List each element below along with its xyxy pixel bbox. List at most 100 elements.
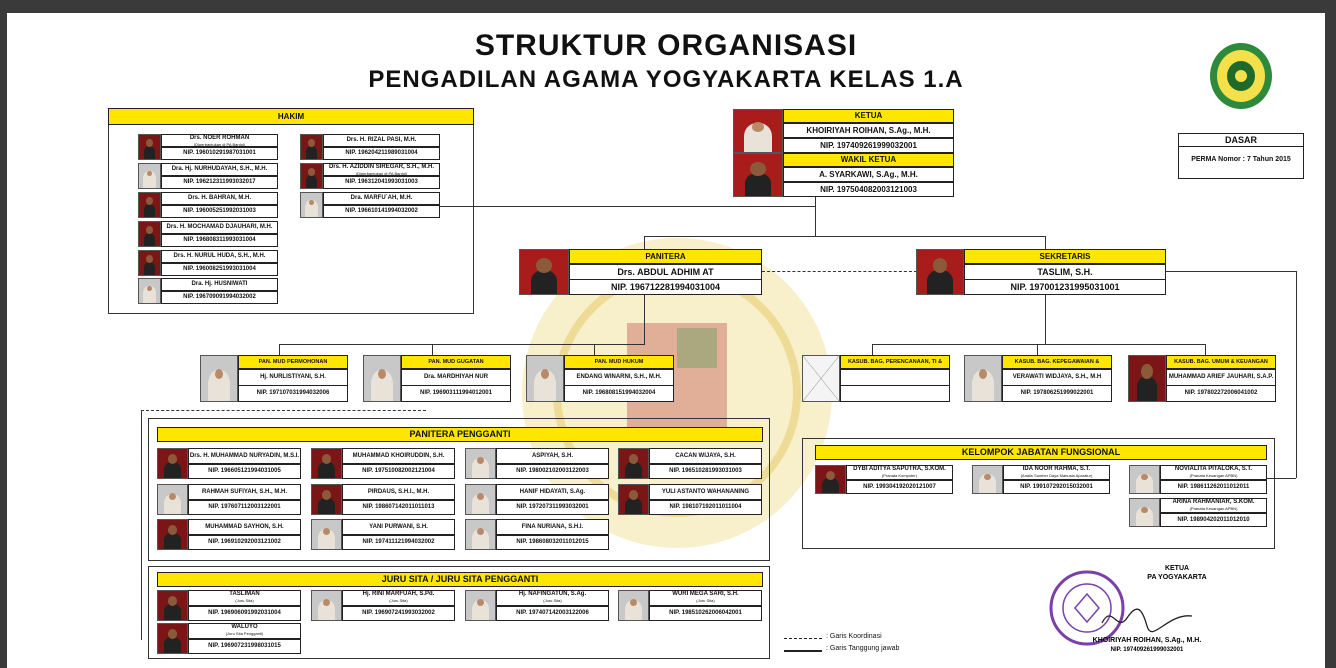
panmud-2-photo xyxy=(363,355,401,402)
pp-member-name-box: Drs. H. MUHAMMAD NURYADIN, M.S.I. xyxy=(188,448,301,464)
pp-member-name: MUHAMMAD KHOIRUDDIN, S.H. xyxy=(352,453,445,459)
hakim-member-photo xyxy=(300,134,323,160)
hakim-member-note: (Diperbantukan di PA Bantul) xyxy=(193,142,246,147)
js-member-note: (Juru Sita) xyxy=(543,598,562,603)
panmud-1-label: PAN. MUD PERMOHONAN xyxy=(238,355,348,369)
panmud1-drop-line xyxy=(279,344,280,355)
hakim-member-name: Drs. H. RIZAL PASI, M.H. xyxy=(346,137,417,143)
js-member-name: WALUYO xyxy=(231,624,258,630)
legend-solid-line xyxy=(784,650,822,652)
kjf-right-line xyxy=(1296,271,1297,478)
hakim-member-photo xyxy=(138,192,161,218)
pp-member-nip: NIP. 197510082002121004 xyxy=(342,464,455,479)
pp-member-nip: NIP. 196510281993031003 xyxy=(649,464,762,479)
pp-member-name-box: FINA NURIANA, S.H.I. xyxy=(496,519,609,535)
pp-member-name-box: RAHMAH SUFIYAH, S.H., M.H. xyxy=(188,484,301,500)
panmud-1-photo xyxy=(200,355,238,402)
panmud-coordination-line xyxy=(141,410,426,411)
hakim-member-photo xyxy=(300,163,323,189)
hakim-member-name: Drs. H. AZIDDIN SIREGAR, S.H., M.H. xyxy=(328,164,435,170)
chart-subtitle: PENGADILAN AGAMA YOGYAKARTA KELAS 1.A xyxy=(368,66,964,93)
ketua-nip: NIP. 197409261999032001 xyxy=(783,138,954,153)
pp-member-name-box: YULI ASTANTO WAHANANING HENDRA, S.E., S.… xyxy=(649,484,762,509)
js-member-note: (Juru Sita Pengganti) xyxy=(225,631,264,636)
kasub-1-label: KASUB. BAG. PERENCANAAN, TI & PELAPORAN xyxy=(840,355,950,377)
js-member-nip: NIP. 196907241993032002 xyxy=(342,606,455,621)
kjf-member-photo xyxy=(815,465,846,494)
signature-title: KETUA PA YOGYAKARTA xyxy=(1127,564,1227,582)
hakim-member-name: Dra. Hj. NURHUDAYAH, S.H., M.H. xyxy=(171,166,268,172)
pp-member-nip: NIP. 198608032011012015 xyxy=(496,535,609,550)
pp-member-nip: NIP. 198107192011011004 xyxy=(649,500,762,515)
js-member-nip: NIP. 196906091992031004 xyxy=(188,606,301,621)
hakim-member-nip: NIP. 196808311993031004 xyxy=(161,234,278,247)
panmud-2-nip: NIP. 196903111994012001 xyxy=(401,385,511,402)
kasub-2-name: VERAWATI WIDJAYA, S.H., M.H xyxy=(1002,369,1112,386)
hakim-member-name-box: Dra. Hj. NURHUDAYAH, S.H., M.H. xyxy=(161,163,278,176)
pp-member-photo xyxy=(465,484,496,515)
hakim-link-line xyxy=(410,206,815,207)
hakim-member-name: Dra. Hj. HUSNIWATI xyxy=(191,281,248,287)
js-member-photo xyxy=(618,590,649,621)
hakim-member-name: Drs. NOER ROHMAN xyxy=(189,135,250,141)
wakil-name: A. SYARKAWI, S.Ag., M.H. xyxy=(783,167,954,182)
signature-nip: NIP. 197409261999032001 xyxy=(1110,647,1184,653)
ketua-trunk-line xyxy=(815,193,816,236)
kasub-1-name xyxy=(840,369,950,386)
ketua-photo xyxy=(733,109,783,153)
pp-member-photo xyxy=(157,519,188,550)
hakim-member-photo xyxy=(138,134,161,160)
panmud2-drop-line xyxy=(432,344,433,355)
hakim-member-name-box: Dra. Hj. HUSNIWATI xyxy=(161,278,278,291)
panitera-nip: NIP. 196712281994031004 xyxy=(569,279,762,295)
pp-member-photo xyxy=(618,484,649,515)
hakim-member-nip: NIP. 196005251992031003 xyxy=(161,205,278,218)
kjf-member-nip: NIP. 199107292015032001 xyxy=(1003,480,1110,494)
js-member-nip: NIP. 198510262006042001 xyxy=(649,606,762,621)
kjf-member-name: DYBI ADITYA SAPUTRA, S.KOM. xyxy=(853,466,946,472)
hakim-member-photo xyxy=(138,221,161,247)
top-branch-line xyxy=(644,236,1045,237)
kasub-3-name: MUHAMMAD ARIEF JAUHARI, S.A.P. xyxy=(1166,369,1276,386)
hakim-member-note: (Diperbantukan di PA Bantul) xyxy=(355,171,408,176)
signature-icon xyxy=(1101,608,1193,633)
kjf-member-note: (Pranata Keuangan APBN) xyxy=(1189,506,1238,511)
sekretaris-trunk-line xyxy=(1045,294,1046,344)
hakim-member-name-box: Drs. H. AZIDDIN SIREGAR, S.H., M.H.(Dipe… xyxy=(323,163,440,176)
pp-member-photo xyxy=(465,448,496,479)
kasub-1-photo xyxy=(802,355,840,402)
pp-member-name: Drs. H. MUHAMMAD NURYADIN, M.S.I. xyxy=(189,453,300,459)
signature-title-line1: KETUA xyxy=(1164,565,1190,572)
chart-title: STRUKTUR ORGANISASI xyxy=(474,29,858,62)
pp-member-name-box: CACAN WIJAYA, S.H. xyxy=(649,448,762,464)
pp-panel xyxy=(148,418,770,561)
kjf-member-name-box: DYBI ADITYA SAPUTRA, S.KOM.(Pranata Komp… xyxy=(846,465,953,480)
hakim-member-nip: NIP. 196204211989031004 xyxy=(323,147,440,160)
panmud-3-photo xyxy=(526,355,564,402)
hakim-member-photo xyxy=(138,278,161,304)
pp-member-name: FINA NURIANA, S.H.I. xyxy=(521,524,584,530)
legend-dashed-line xyxy=(784,638,822,639)
hakim-member-name: Dra. MARFU`AH, M.H. xyxy=(350,195,413,201)
kjf-member-nip: NIP. 198904202011012010 xyxy=(1160,513,1267,527)
hakim-member-nip: NIP. 196610141994032002 xyxy=(323,205,440,218)
kasub-3-label: KASUB. BAG. UMUM & KEUANGAN xyxy=(1166,355,1276,369)
pp-member-photo xyxy=(157,448,188,479)
js-member-nip: NIP. 197407142003122006 xyxy=(496,606,609,621)
hakim-member-photo xyxy=(138,163,161,189)
pp-member-photo xyxy=(465,519,496,550)
hakim-member-name-box: Drs. H. MOCHAMAD DJAUHARI, M.H. xyxy=(161,221,278,234)
kjf-heading: KELOMPOK JABATAN FUNGSIONAL xyxy=(815,445,1267,460)
panitera-label: PANITERA xyxy=(569,249,762,264)
kasub2-drop-line xyxy=(1037,344,1038,355)
legend-dashed-label: : Garis Koordinasi xyxy=(826,633,882,640)
pp-member-nip: NIP. 198607142011011013 xyxy=(342,500,455,515)
js-member-name-box: TASLIMAN(Juru Sita) xyxy=(188,590,301,606)
coordination-line xyxy=(762,271,917,272)
dasar-heading: DASAR xyxy=(1179,134,1303,147)
pp-member-name: RAHMAH SUFIYAH, S.H., M.H. xyxy=(201,489,288,495)
pp-member-photo xyxy=(618,448,649,479)
panitera-photo xyxy=(519,249,569,295)
hakim-member-nip: NIP. 196312041993031003 xyxy=(323,176,440,189)
kasub-3-photo xyxy=(1128,355,1166,402)
